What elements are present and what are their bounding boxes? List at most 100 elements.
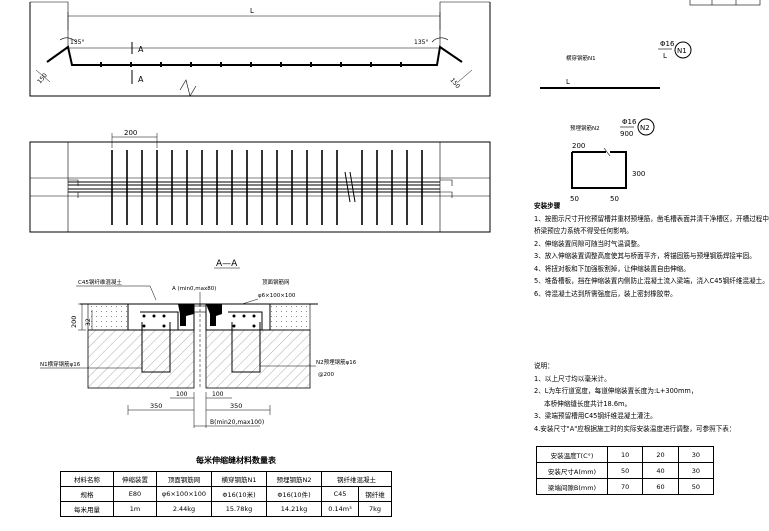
angle-left-label: 135° [70, 39, 84, 46]
cell: 20 [642, 446, 679, 463]
notes-line: 3、梁端预留槽用C45钢纤维混凝土灌注。 [534, 412, 657, 420]
row-label: 梁端间隙B(mm) [536, 478, 608, 495]
bar-n2-detail: 预埋钢筋N2 Φ16 900 N2 200 300 50 50 [570, 118, 655, 203]
cell: 14.21kg [266, 501, 322, 517]
title-block-corner [689, 0, 761, 6]
section-mark-top: A [138, 45, 144, 54]
table-row: 材料名称 伸缩装置 顶面钢筋网 横穿钢筋N1 预埋钢筋N2 钢纤维混凝土 [60, 471, 392, 487]
cell: 钢纤维 [358, 486, 392, 502]
section-a-a: A—A C45钢纤维混凝土 A (min0,max80) 顶面钢筋网 φ6×10… [40, 259, 357, 428]
row-label: 规格 [60, 486, 114, 502]
dim-32-label: 32 [85, 318, 92, 326]
cell: 2.44kg [156, 501, 212, 517]
material-table-title: 每米伸缩缝材料数量表 [196, 456, 276, 465]
cell: E80 [113, 486, 157, 502]
install-temperature-table: 安装温度T(C°) 10 20 30 安装尺寸A(mm) 50 40 30 梁端… [536, 446, 715, 495]
cell: 7kg [358, 501, 392, 517]
angle-right-label: 135° [414, 39, 428, 46]
install-line: 4、将扭对板和下加强板割掉，让伸缩装置自由伸缩。 [534, 264, 690, 273]
dim-b-label: B(min20,max100) [210, 419, 264, 426]
general-notes: 说明： 1、以上尺寸均以毫米计。 2、L为车行道宽度，每道伸缩装置长度为:L+3… [534, 360, 736, 435]
n1-length-top: L [663, 52, 667, 60]
cell: 10 [606, 446, 644, 463]
n2-dia: Φ16 [622, 118, 637, 126]
dim-350b-label: 350 [230, 402, 242, 410]
install-line: 6、待混凝土达到所需强度后，装上密封橡胶带。 [534, 289, 677, 298]
notes-line: 本桥伸缩缝长度共计18.6m。 [544, 399, 632, 408]
header-cell: 钢纤维混凝土 [321, 471, 392, 487]
concrete-label: C45钢纤维混凝土 [78, 278, 122, 286]
dim-200-label: 200 [70, 316, 78, 328]
n2-label: N2预埋钢筋φ16 [316, 358, 357, 366]
top-elevation-view: L 135° 135° 150 150 A A [29, 1, 491, 97]
dim-350a-label: 350 [150, 402, 162, 410]
plan-bars [111, 150, 423, 225]
n2-200-label: 200 [572, 142, 585, 150]
row-label: 安装温度T(C°) [536, 446, 608, 463]
cell: 50 [677, 478, 715, 495]
plan-spacing-label: 200 [124, 129, 137, 137]
install-line: 3、放入伸缩装置调整高度使其与桥面平齐，将锚固筋与预埋钢筋焊接牢固。 [534, 252, 756, 260]
cell: 60 [642, 478, 679, 495]
n2-spacing-label: @200 [318, 372, 334, 378]
gap-label: A (min0,max80) [172, 286, 216, 292]
install-line: 2、伸缩装置间隙可随当时气温调整。 [534, 239, 644, 248]
n1-length-bar: L [566, 78, 570, 86]
install-steps: 安装步骤 1、按图示尺寸开挖预留槽并重材预埋筋，凿毛槽表面并清干净槽区，开槽过程… [534, 200, 769, 300]
mesh-spec-label: φ6×100×100 [258, 293, 296, 299]
n2-50b-label: 50 [610, 195, 619, 203]
table-row: 梁端间隙B(mm) 70 60 50 [536, 478, 715, 495]
cell: Φ16(10米) [211, 486, 267, 502]
cell: φ6×100×100 [156, 486, 212, 502]
leg-right-label: 150 [448, 77, 461, 90]
cell: 40 [642, 462, 679, 479]
cell: 30 [677, 462, 715, 479]
header-cell: 伸缩装置 [113, 471, 157, 487]
n1-tag: N1 [677, 47, 687, 55]
plan-view: 200 [29, 129, 491, 233]
cell: 30 [677, 446, 715, 463]
n2-900-label: 900 [620, 130, 633, 138]
row-label: 安装尺寸A(mm) [536, 462, 608, 479]
table-row: 安装温度T(C°) 10 20 30 [536, 446, 715, 463]
cell: 70 [606, 478, 644, 495]
bar-ticks [100, 62, 402, 67]
notes-title: 说明： [534, 362, 554, 370]
table-row: 每米用量 1m 2.44kg 15.78kg 14.21kg 0.14m³ 7k… [60, 501, 392, 517]
cell: 15.78kg [211, 501, 267, 517]
cell: Φ16(10件) [266, 486, 322, 502]
dim-100a-label: 100 [176, 391, 188, 398]
cell: 1m [113, 501, 157, 517]
cell: C45 [321, 486, 359, 502]
notes-line: 1、以上尺寸均以毫米计。 [534, 374, 611, 383]
section-mark-bottom: A [138, 75, 144, 84]
length-dim-label: L [250, 7, 254, 15]
n1-label: N1横穿钢筋φ16 [40, 360, 81, 368]
table-row: 规格 E80 φ6×100×100 Φ16(10米) Φ16(10件) C45 … [60, 486, 392, 502]
n2-tag: N2 [640, 124, 650, 132]
header-cell: 横穿钢筋N1 [211, 471, 267, 487]
table-row: 安装尺寸A(mm) 50 40 30 [536, 462, 715, 479]
n2-title: 预埋钢筋N2 [570, 124, 600, 132]
n1-title: 横穿钢筋N1 [566, 54, 596, 62]
material-quantity-table: 材料名称 伸缩装置 顶面钢筋网 横穿钢筋N1 预埋钢筋N2 钢纤维混凝土 规格 … [60, 471, 392, 517]
notes-line: 2、L为车行道宽度，每道伸缩装置长度为:L+300mm， [534, 387, 698, 395]
n1-dia: Φ16 [660, 40, 675, 48]
install-title: 安装步骤 [534, 202, 561, 210]
n2-50a-label: 50 [570, 195, 579, 203]
dim-100b-label: 100 [212, 391, 224, 398]
row-label: 每米用量 [60, 501, 114, 517]
section-title: A—A [216, 259, 238, 269]
bar-n1-detail: 横穿钢筋N1 Φ16 L N1 L [540, 40, 692, 89]
install-line: 5、堆备槽板，挡在伸缩装置内侧防止混凝土流入梁端，浇入C45钢纤维混凝土。 [534, 277, 769, 285]
install-line: 桥梁预应力系统不得受任何影响。 [534, 227, 633, 235]
cell: 50 [606, 462, 644, 479]
header-cell: 材料名称 [60, 471, 114, 487]
leg-left-label: 150 [36, 72, 49, 85]
install-line: 1、按图示尺寸开挖预留槽并重材预埋筋，凿毛槽表面并清干净槽区，开槽过程中 [534, 214, 769, 223]
cell: 0.14m³ [321, 501, 359, 517]
mesh-title-label: 顶面钢筋网 [262, 278, 290, 286]
n2-300-label: 300 [632, 170, 645, 178]
header-cell: 顶面钢筋网 [156, 471, 212, 487]
